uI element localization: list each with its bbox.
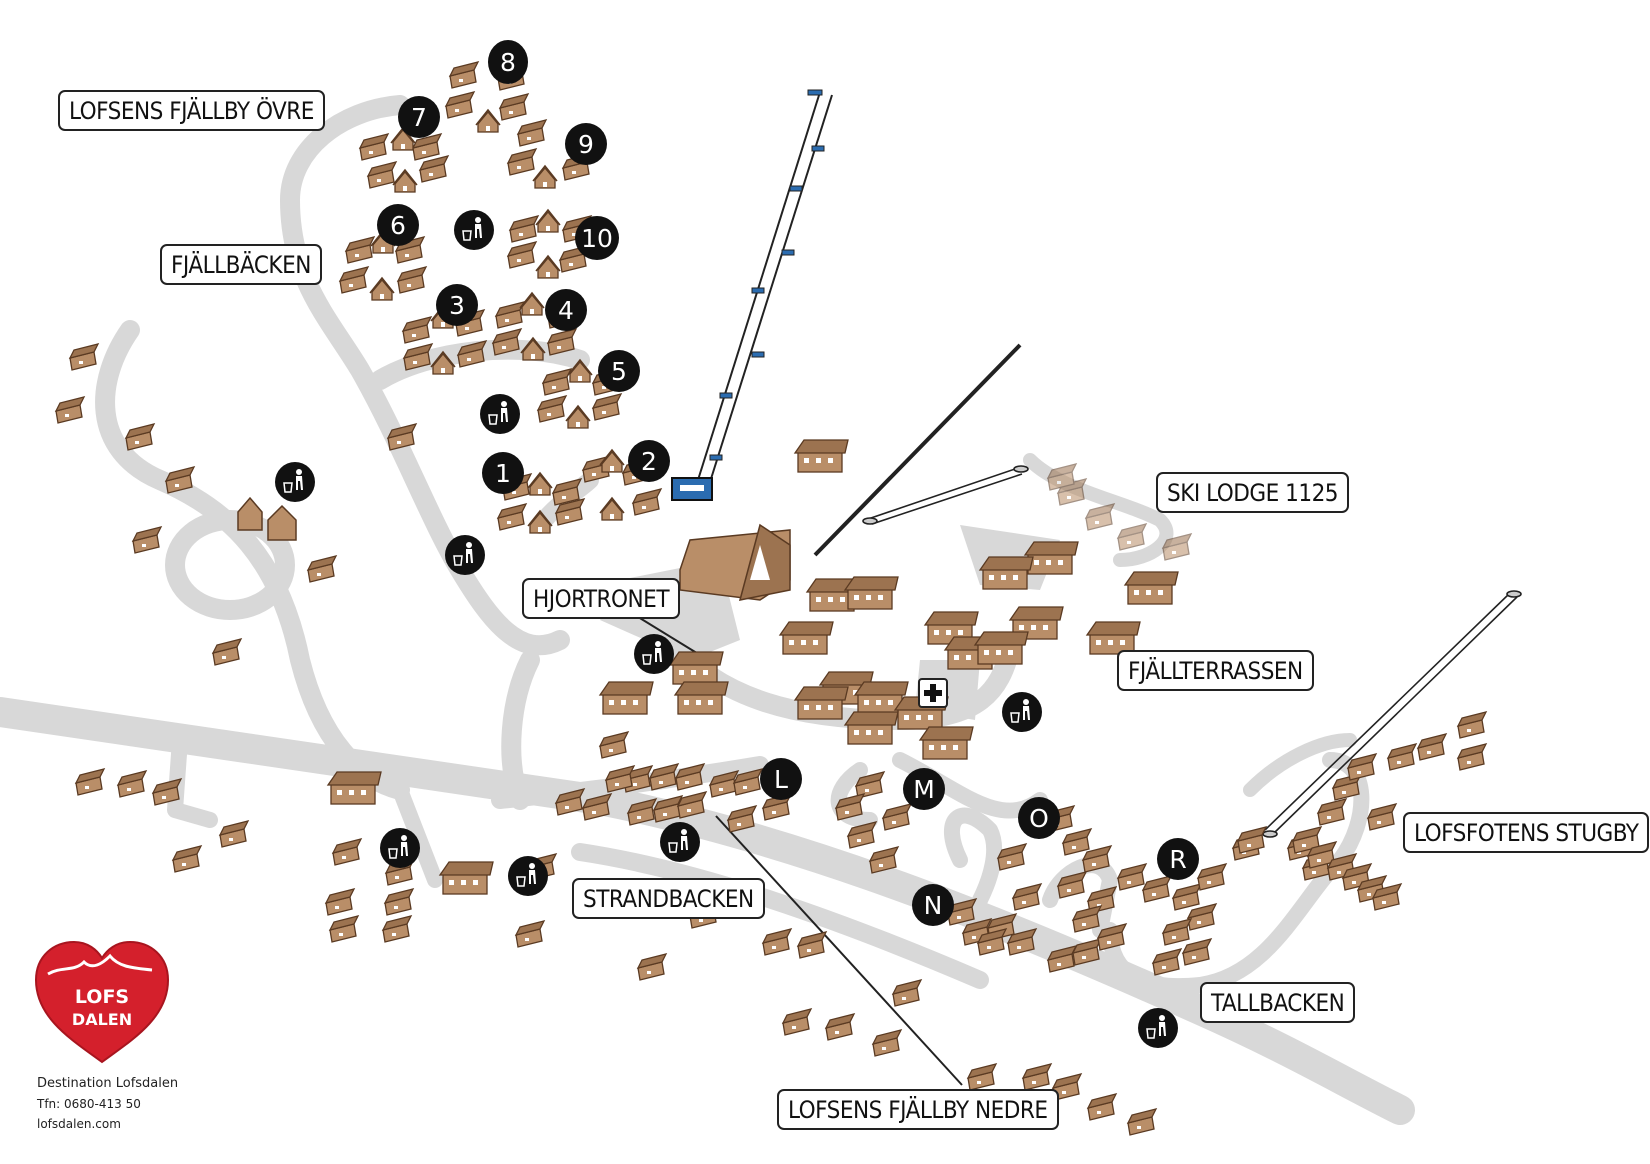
marker-2[interactable]: 2 (628, 440, 670, 482)
area-label-fjallterrassen[interactable]: FJÄLLTERRASSEN (1117, 650, 1314, 691)
area-label-lofsfotens-stugby[interactable]: LOFSFOTENS STUGBY (1403, 812, 1650, 853)
large-buildings (327, 439, 1179, 895)
marker-O[interactable]: O (1018, 797, 1060, 839)
marker-8[interactable]: 8 (488, 40, 528, 84)
area-label-lofsens-fjallby-ovre[interactable]: LOFSENS FJÄLLBY ÖVRE (58, 90, 325, 131)
marker-M[interactable]: M (903, 768, 945, 810)
marker-4[interactable]: 4 (545, 289, 587, 331)
area-label-lofsens-fjallby-nedre[interactable]: LOFSENS FJÄLLBY NEDRE (777, 1089, 1059, 1130)
chalets-west (237, 496, 297, 541)
contact-info: Destination Lofsdalen Tfn: 0680-413 50 l… (37, 1074, 178, 1134)
logo-text-dalen: DALEN (72, 1010, 132, 1029)
marker-L[interactable]: L (760, 758, 802, 800)
logo-text-lofs: LOFS (75, 986, 129, 1008)
contact-website[interactable]: lofsdalen.com (37, 1117, 121, 1131)
marker-5[interactable]: 5 (598, 350, 640, 392)
contact-name: Destination Lofsdalen (37, 1076, 179, 1091)
tow-lift (813, 343, 1022, 557)
marker-1[interactable]: 1 (482, 452, 524, 494)
t-bar-lift-east (1262, 590, 1522, 838)
marker-7[interactable]: 7 (398, 96, 440, 138)
marker-R[interactable]: R (1157, 838, 1199, 880)
area-label-tallbacken[interactable]: TALLBACKEN (1200, 982, 1356, 1023)
pointer-line-nedre (715, 815, 963, 1086)
first-aid-icon[interactable] (918, 678, 948, 708)
area-label-ski-lodge[interactable]: SKI LODGE 1125 (1156, 472, 1350, 513)
t-bar-lift (862, 465, 1029, 525)
area-label-hjortronet[interactable]: HJORTRONET (522, 578, 680, 619)
marker-6[interactable]: 6 (377, 204, 419, 246)
lofsdalen-logo: LOFS DALEN (32, 940, 172, 1070)
marker-9[interactable]: 9 (565, 123, 607, 165)
area-label-strandbacken[interactable]: STRANDBACKEN (572, 878, 765, 919)
marker-10[interactable]: 10 (575, 216, 619, 260)
area-label-fjallbacken[interactable]: FJÄLLBÄCKEN (160, 244, 322, 285)
contact-phone: Tfn: 0680-413 50 (37, 1097, 141, 1111)
marker-3[interactable]: 3 (436, 284, 478, 326)
marker-N[interactable]: N (912, 884, 954, 926)
ski-lift (671, 89, 833, 501)
